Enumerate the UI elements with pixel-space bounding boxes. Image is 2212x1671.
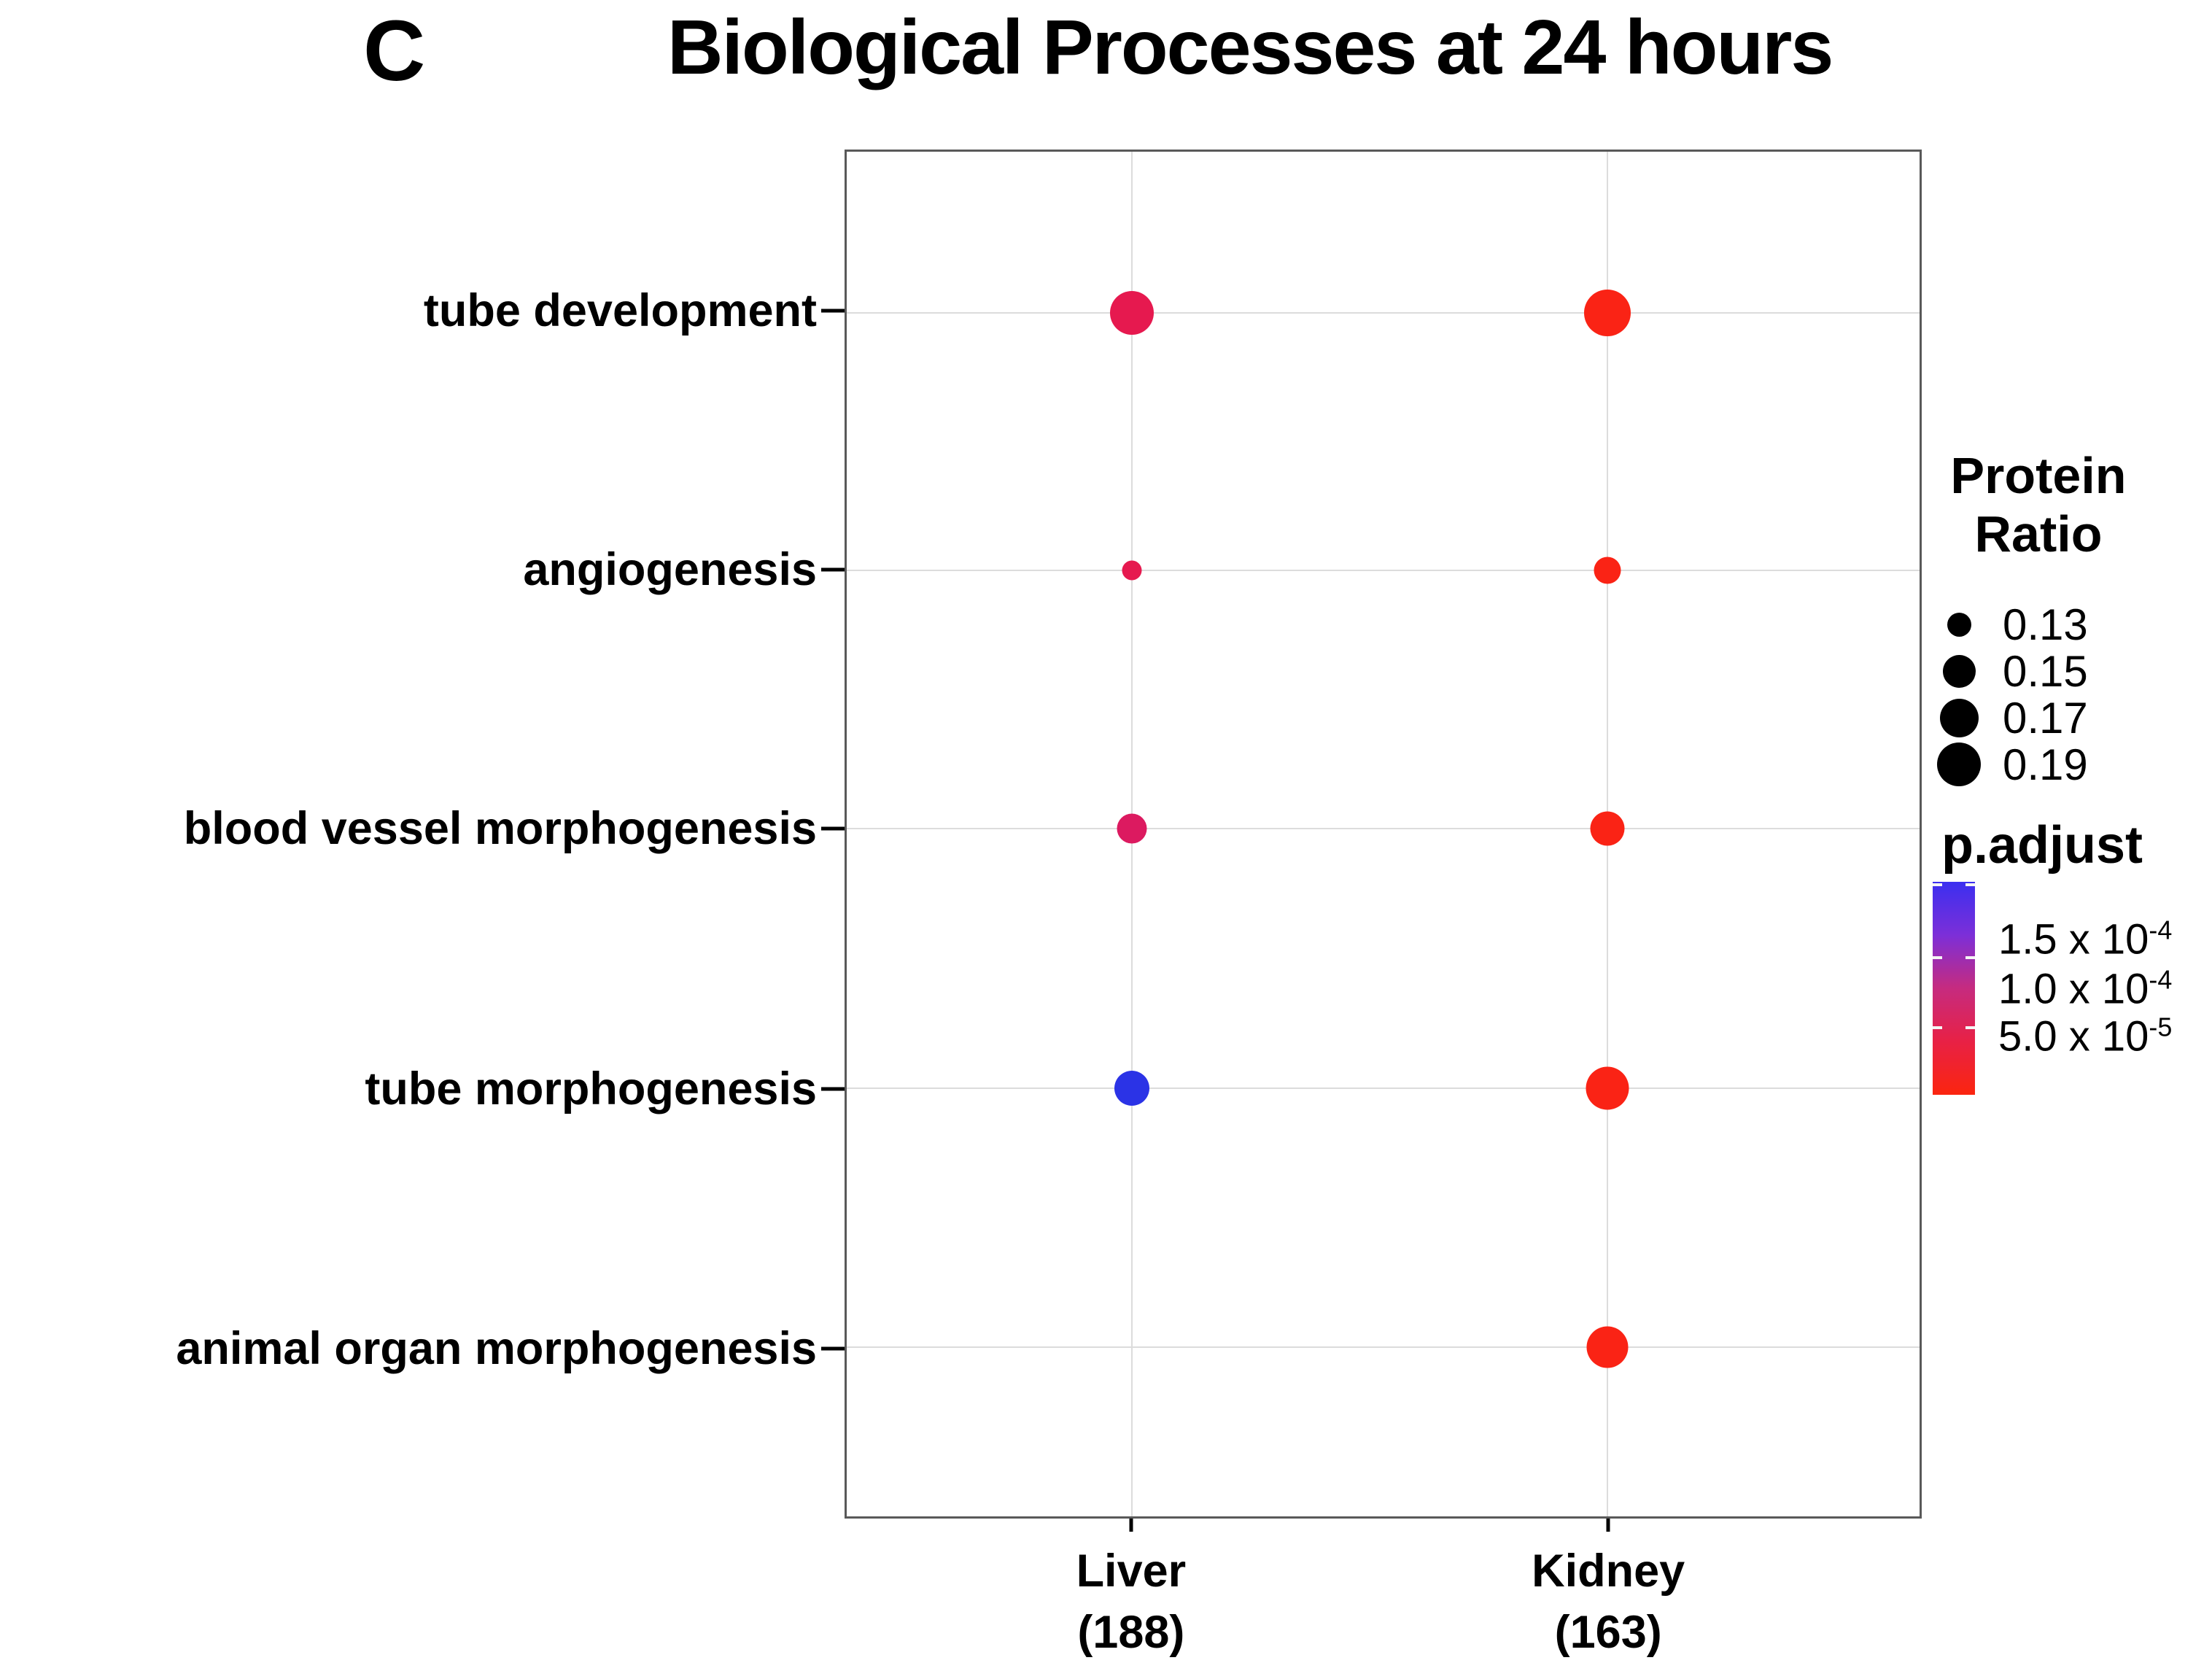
color-legend-label: 5.0 x 10-5 xyxy=(1998,1012,2173,1061)
panel-label: C xyxy=(363,3,426,99)
y-axis-ticks xyxy=(821,150,845,1519)
chart-title: Biological Processes at 24 hours xyxy=(667,4,1833,90)
size-legend-entry: 0.15 xyxy=(1931,646,2088,696)
color-legend-tick xyxy=(1933,883,1942,887)
x-axis-label: Kidney(163) xyxy=(1532,1546,1685,1658)
size-legend-title-line1: Protein xyxy=(1950,447,2127,504)
size-legend-dot xyxy=(1937,743,1981,786)
color-legend-label: 1.0 x 10-4 xyxy=(1998,964,2173,1014)
plot-panel xyxy=(845,150,1922,1519)
y-axis-label: tube development xyxy=(423,285,817,337)
color-legend-label: 1.5 x 10-4 xyxy=(1998,915,2173,964)
gridline xyxy=(847,828,1920,830)
axis-tick xyxy=(821,567,845,572)
size-legend-label: 0.17 xyxy=(2003,693,2088,743)
axis-tick xyxy=(1129,1519,1133,1532)
color-legend-tick xyxy=(1965,955,1975,959)
size-legend-label: 0.13 xyxy=(2003,600,2088,649)
y-axis-label: blood vessel morphogenesis xyxy=(183,802,817,854)
size-legend-label: 0.15 xyxy=(2003,646,2088,696)
size-legend-entry: 0.17 xyxy=(1931,693,2088,743)
y-axis-labels: tube development angiogenesis blood vessel… xyxy=(0,150,817,1519)
x-axis-label: Liver(188) xyxy=(1076,1546,1187,1658)
axis-tick xyxy=(821,309,845,313)
data-point xyxy=(1583,289,1631,336)
gridline xyxy=(847,311,1920,314)
data-point xyxy=(1590,811,1625,846)
color-legend-tick xyxy=(1933,1026,1942,1030)
gridline xyxy=(847,1087,1920,1089)
size-legend-dot xyxy=(1947,612,1971,637)
data-point xyxy=(1594,557,1621,584)
size-legend-title: Protein Ratio xyxy=(1925,446,2151,563)
y-axis-label: angiogenesis xyxy=(523,544,817,596)
data-point xyxy=(1114,1070,1150,1106)
size-legend-dot xyxy=(1942,654,1976,688)
data-point xyxy=(1586,1066,1629,1109)
x-axis-ticks xyxy=(845,1519,1922,1532)
color-legend-tick xyxy=(1965,1026,1975,1030)
axis-tick xyxy=(821,1087,845,1091)
axis-tick xyxy=(821,1346,845,1351)
axis-tick xyxy=(821,826,845,831)
color-legend-gradient-bar xyxy=(1933,882,1975,1095)
gridline xyxy=(847,1346,1920,1348)
size-legend: 0.13 0.15 0.17 0.19 xyxy=(1931,600,2088,789)
size-legend-entry: 0.13 xyxy=(1931,600,2088,649)
data-point xyxy=(1117,813,1147,844)
data-point xyxy=(1110,290,1154,335)
y-axis-label: animal organ morphogenesis xyxy=(176,1323,817,1375)
size-legend-dot xyxy=(1939,698,1979,737)
size-legend-entry: 0.19 xyxy=(1931,740,2088,789)
gridline xyxy=(847,570,1920,572)
color-legend-tick xyxy=(1965,883,1975,887)
x-axis-labels: Liver(188) Kidney(163) xyxy=(845,1540,1922,1668)
color-legend-title: p.adjust xyxy=(1941,816,2143,875)
color-legend-tick xyxy=(1933,955,1942,959)
y-axis-label: tube morphogenesis xyxy=(365,1063,817,1114)
size-legend-title-line2: Ratio xyxy=(1974,505,2103,562)
axis-tick xyxy=(1606,1519,1610,1532)
data-point xyxy=(1586,1326,1629,1368)
data-point xyxy=(1122,560,1142,581)
size-legend-label: 0.19 xyxy=(2003,740,2088,789)
